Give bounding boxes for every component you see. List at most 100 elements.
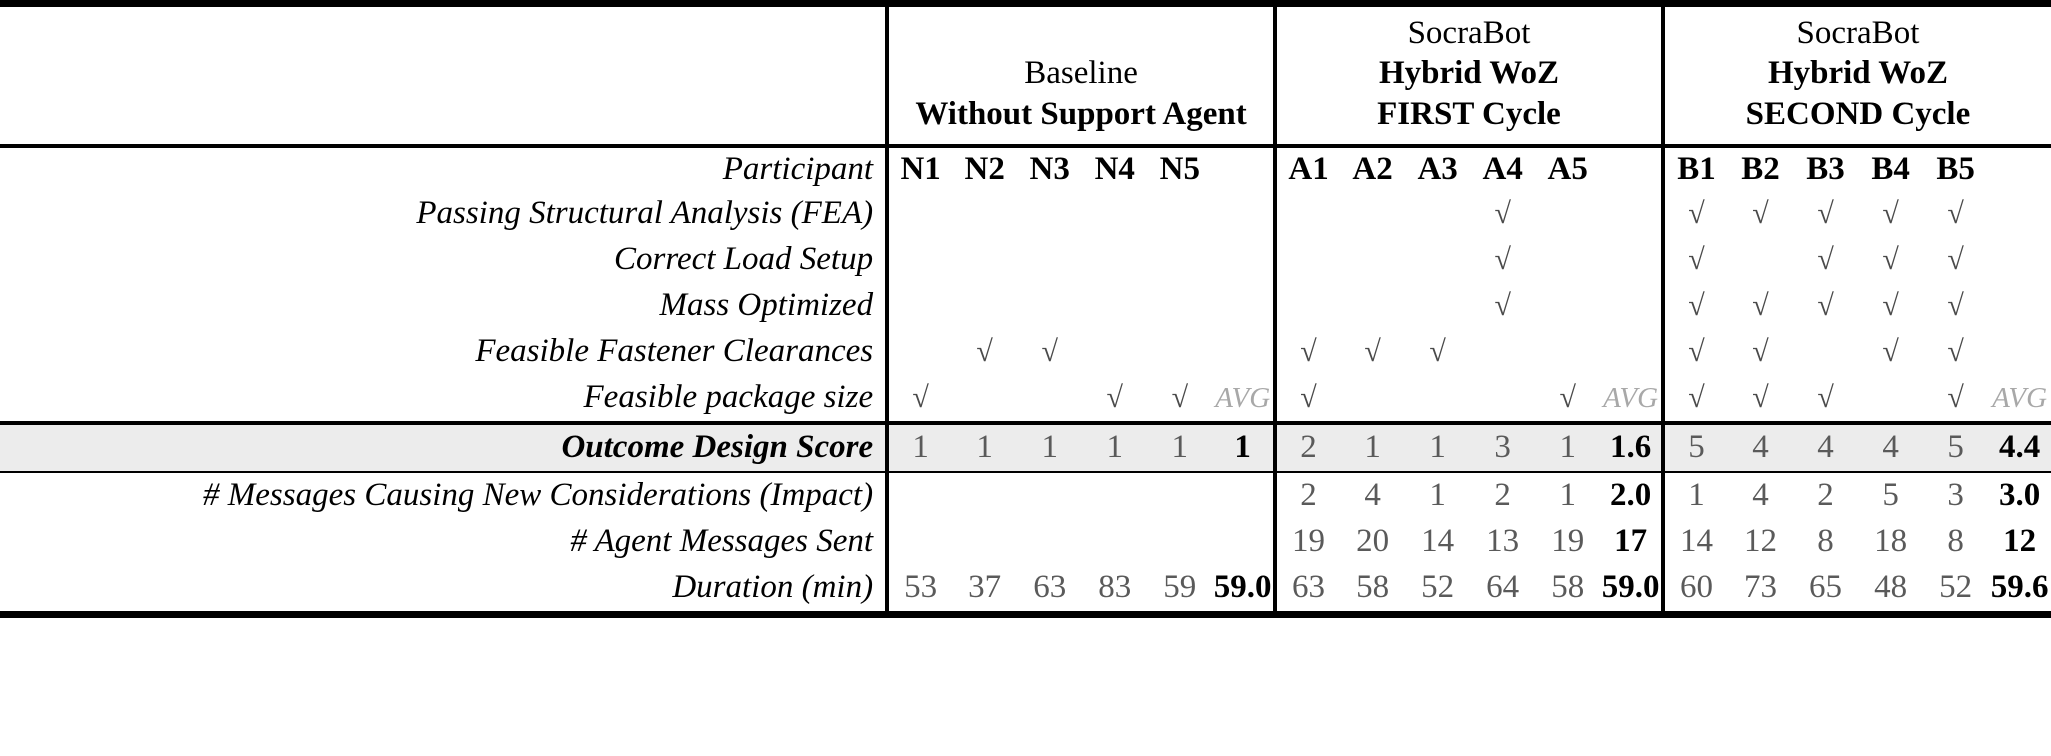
participant-id-N2: N2 <box>964 150 1005 187</box>
participant-header-row: Participant N1 N2 N3 N4 N5 A1 A2 A3 A4 A… <box>0 145 2051 191</box>
avg-cell-second: 12 <box>1988 519 2051 565</box>
cell-second-5: √ <box>1923 375 1988 423</box>
cell-baseline-5 <box>1147 237 1212 283</box>
cell-value: 8 <box>1817 523 1834 560</box>
check-icon: √ <box>1429 335 1446 369</box>
avg-cell-baseline <box>1212 329 1275 375</box>
cell-second-5: √ <box>1923 191 1988 237</box>
cell-first-4: √ <box>1470 237 1535 283</box>
cell-baseline-4 <box>1082 519 1147 565</box>
cell-first-1: √ <box>1273 374 1341 423</box>
cell-second-3: √ <box>1793 191 1858 237</box>
cell-second-3: 8 <box>1793 519 1858 565</box>
cell-first-2: 58 <box>1340 565 1405 615</box>
check-icon: √ <box>1041 335 1058 369</box>
cell-second-4: 18 <box>1858 519 1923 565</box>
cell-first-2: √ <box>1340 329 1405 375</box>
table-body: Passing Structural Analysis (FEA)√√√√√√C… <box>0 190 2051 615</box>
participant-header-avg-first <box>1600 146 1663 191</box>
participant-id-A3: A3 <box>1417 150 1458 187</box>
table-row: Mass Optimized√√√√√√ <box>0 282 2051 329</box>
row-label: Mass Optimized <box>659 287 874 324</box>
participant-row-label: Participant <box>722 150 874 187</box>
avg-cell-first: 59.0 <box>1600 565 1663 615</box>
cell-second-3: 4 <box>1793 422 1859 472</box>
cell-value: 1 <box>1559 477 1576 514</box>
cell-baseline-4 <box>1082 283 1147 329</box>
cell-baseline-1 <box>885 328 953 375</box>
cell-second-5: 3 <box>1923 472 1988 519</box>
cell-value: 65 <box>1809 569 1843 606</box>
avg-cell-second: AVG <box>1988 375 2051 423</box>
cell-value: 4 <box>1752 477 1769 514</box>
cell-value: 18 <box>1874 523 1908 560</box>
cell-first-2: 4 <box>1340 472 1405 519</box>
cell-baseline-1 <box>885 282 953 329</box>
avg-cell-first <box>1600 191 1663 237</box>
avg-column-label: AVG <box>1215 382 1271 415</box>
cell-value: 3 <box>1947 477 1964 514</box>
cell-first-3 <box>1405 283 1470 329</box>
results-table: Baseline Without Support Agent SocraBot … <box>0 3 2051 615</box>
cell-first-5 <box>1535 237 1600 283</box>
cell-baseline-4 <box>1082 237 1147 283</box>
row-label: Correct Load Setup <box>613 241 874 278</box>
cell-baseline-4 <box>1082 472 1147 519</box>
cell-second-4: 4 <box>1858 422 1924 472</box>
cell-baseline-1: 1 <box>885 422 953 472</box>
cell-first-2 <box>1340 375 1405 423</box>
cell-baseline-3 <box>1017 191 1082 237</box>
check-icon: √ <box>1559 381 1576 415</box>
avg-cell-baseline: 1 <box>1212 422 1276 472</box>
cell-first-3: √ <box>1405 329 1470 375</box>
row-label: # Messages Causing New Considerations (I… <box>203 477 874 514</box>
cell-second-4: √ <box>1858 237 1923 283</box>
avg-cell-second: 3.0 <box>1988 472 2051 519</box>
group-header-second-line2: Hybrid WoZ <box>1767 55 1948 92</box>
cell-second-3: 2 <box>1793 472 1858 519</box>
table-row: # Messages Causing New Considerations (I… <box>0 471 2051 519</box>
row-label: Duration (min) <box>672 569 874 606</box>
participant-id-A1: A1 <box>1273 145 1341 191</box>
avg-cell-second <box>1988 329 2051 375</box>
cell-second-1: √ <box>1660 328 1728 375</box>
check-icon: √ <box>1817 289 1834 323</box>
cell-first-2 <box>1340 283 1405 329</box>
cell-baseline-4 <box>1082 329 1147 375</box>
avg-cell-second <box>1988 191 2051 237</box>
row-label: Passing Structural Analysis (FEA) <box>416 195 874 232</box>
cell-second-1: √ <box>1660 374 1728 423</box>
cell-baseline-3 <box>1017 472 1082 519</box>
participant-header-avg-baseline <box>1212 146 1275 191</box>
cell-value: 1 <box>1429 429 1446 466</box>
cell-first-1 <box>1273 282 1341 329</box>
check-icon: √ <box>1106 381 1123 415</box>
cell-first-4: 2 <box>1470 472 1535 519</box>
avg-value: 59.0 <box>1213 569 1272 606</box>
cell-value: 1 <box>912 429 929 466</box>
cell-baseline-1 <box>885 236 953 283</box>
check-icon: √ <box>1494 243 1511 277</box>
cell-first-1: 19 <box>1273 518 1341 565</box>
cell-first-3: 1 <box>1405 422 1471 472</box>
cell-value: 1 <box>1171 429 1189 466</box>
cell-second-3 <box>1793 329 1858 375</box>
participant-id-B3: B3 <box>1806 150 1845 187</box>
corner-cell <box>0 4 887 146</box>
cell-second-4 <box>1858 375 1923 423</box>
avg-cell-second <box>1988 283 2051 329</box>
cell-baseline-4: √ <box>1082 375 1147 423</box>
cell-first-3: 14 <box>1405 519 1470 565</box>
row-label: # Agent Messages Sent <box>570 523 874 560</box>
cell-second-2: √ <box>1728 283 1793 329</box>
cell-first-2: 20 <box>1340 519 1405 565</box>
participant-header-avg-second <box>1988 146 2051 191</box>
cell-baseline-2: √ <box>952 329 1017 375</box>
check-icon: √ <box>1300 381 1317 415</box>
cell-second-2: √ <box>1728 329 1793 375</box>
cell-first-5: √ <box>1535 375 1600 423</box>
avg-cell-baseline <box>1212 472 1275 519</box>
cell-value: 48 <box>1874 569 1908 606</box>
avg-cell-first: 17 <box>1600 519 1663 565</box>
cell-value: 1 <box>1106 429 1124 466</box>
